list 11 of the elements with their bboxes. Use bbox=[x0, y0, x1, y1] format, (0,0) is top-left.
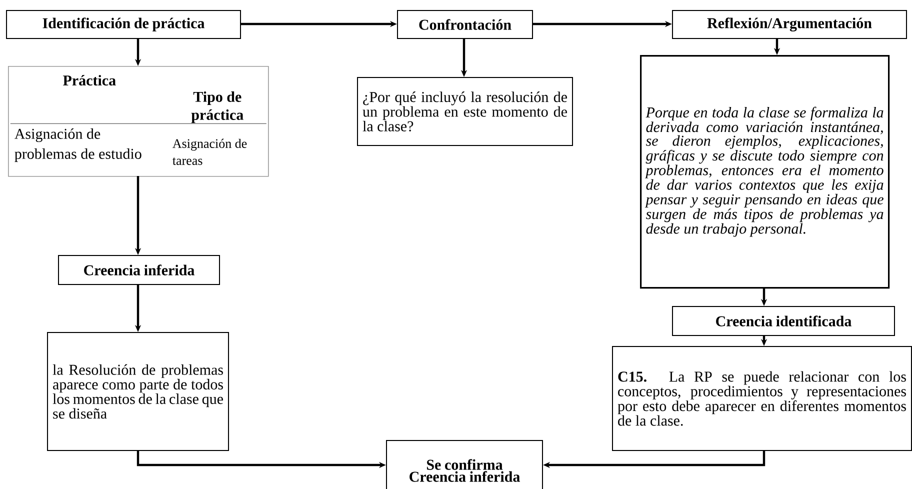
step-box: Confrontación bbox=[397, 10, 533, 39]
text-box: la Resolución de problemas aparece como parte de todos los momentos de la clase que se diseña bbox=[47, 332, 229, 451]
handwritten-note-box: Porque en toda la clase se formaliza la derivada como variación instantánea, se dieron ejemplos, explicaciones, gráficas y se discute todo siempre con problemas, entonces era el momento de dar varios contextos que les exija pensar y seguir pensando en ideas que surgen de más tipos de problemas ya desde un trabajo personal. bbox=[640, 55, 890, 289]
text-box: C15. La RP se puede relacionar con los conceptos, procedimientos y representaciones por esto debe aparecer en diferentes momentos de la clase. bbox=[612, 346, 912, 451]
step-box: Reflexión/Argumentación bbox=[672, 10, 907, 39]
result-box: Se confirma Creencia inferida bbox=[386, 440, 543, 489]
step-box: Identificación de práctica bbox=[6, 10, 241, 39]
step-box: Creencia inferida bbox=[58, 255, 220, 285]
text-box: ¿Por qué incluyó la resolución de un problema en este momento de la clase? bbox=[357, 77, 573, 146]
practice-table: Práctica Tipo de práctica Asignación de problemas de estudio Asignación de tareas bbox=[8, 66, 269, 177]
step-box: Creencia identificada bbox=[672, 306, 895, 336]
